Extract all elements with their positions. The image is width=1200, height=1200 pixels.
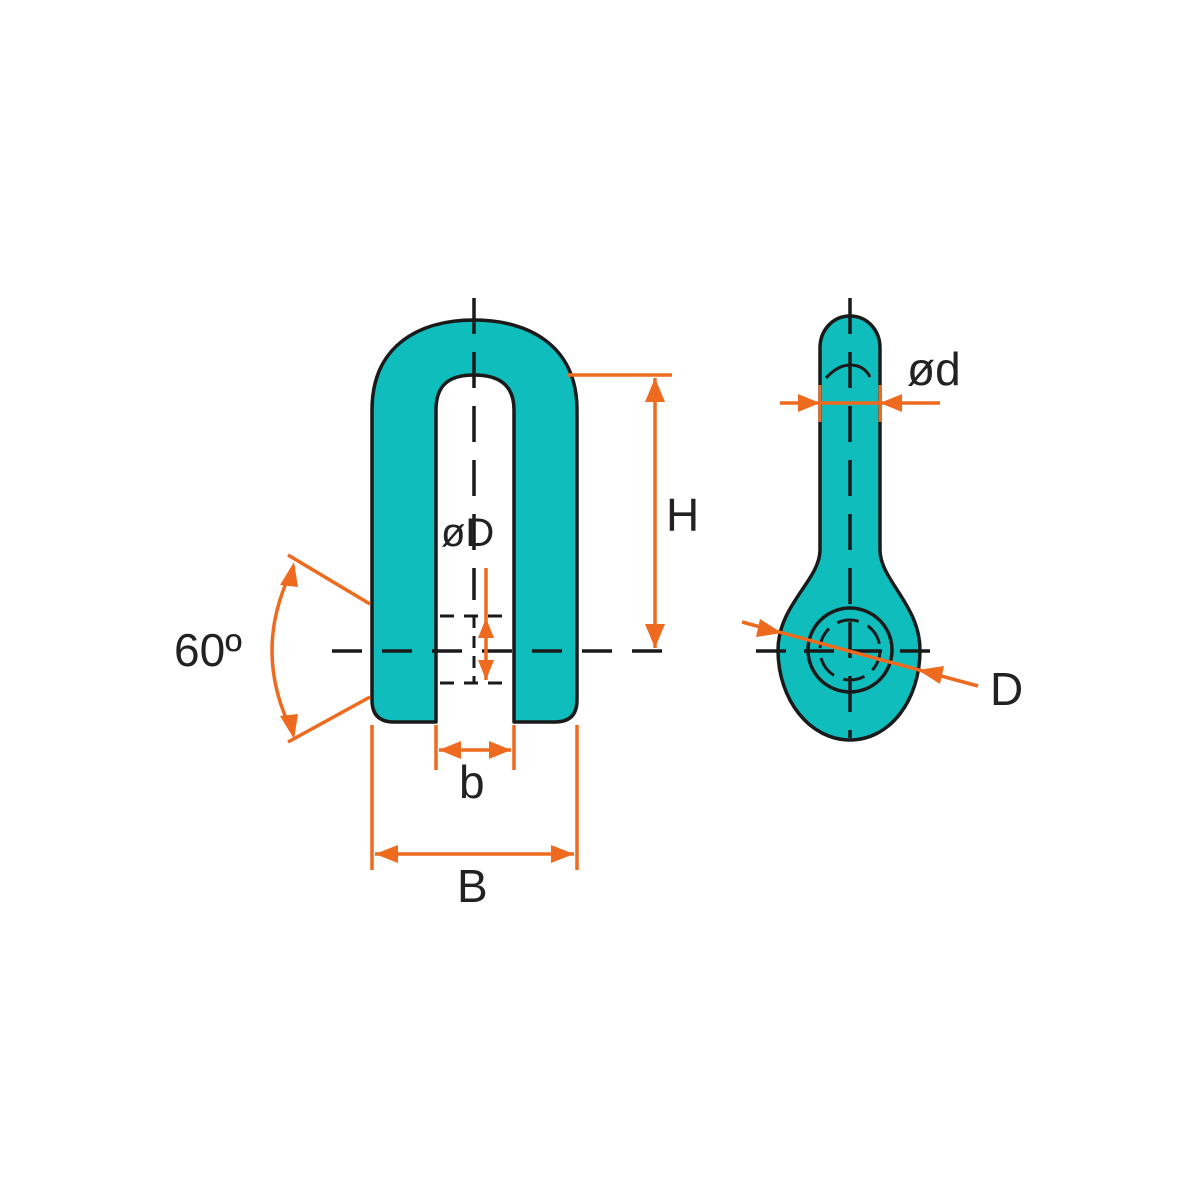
eye-diameter-arrow-right xyxy=(918,666,944,684)
width-arrow-left xyxy=(375,845,398,863)
side-view xyxy=(756,298,942,742)
overall-width-label: B xyxy=(457,860,488,912)
angle-arc xyxy=(270,565,296,736)
shackle-body xyxy=(370,318,579,724)
angle-label: 60º xyxy=(174,624,242,676)
pin-diameter-arrow-top xyxy=(478,618,494,638)
front-dimensions: 60º H øD b B xyxy=(174,373,699,912)
front-view xyxy=(332,298,672,724)
eye-diameter-label: D xyxy=(990,663,1023,715)
height-arrow-bottom xyxy=(645,624,665,648)
gap-arrow-left xyxy=(439,741,461,759)
side-dimensions: ød D xyxy=(741,343,1023,715)
angle-arrow-bottom xyxy=(280,714,298,739)
height-arrow-top xyxy=(645,378,665,402)
height-label: H xyxy=(666,489,699,541)
angle-leader-bottom xyxy=(287,695,371,744)
gap-arrow-right xyxy=(489,741,511,759)
wire-diameter-arrow-right xyxy=(880,394,902,412)
angle-leader-top xyxy=(287,553,371,606)
width-arrow-right xyxy=(551,845,574,863)
wire-diameter-label: ød xyxy=(907,343,961,395)
angle-arrow-top xyxy=(280,562,298,587)
pin-diameter-arrow-bottom xyxy=(478,660,494,680)
eye-diameter-arrow-left xyxy=(756,619,782,637)
wire-diameter-arrow-left xyxy=(798,394,820,412)
gap-width-label: b xyxy=(459,756,485,808)
pin-diameter-label: øD xyxy=(441,511,494,555)
